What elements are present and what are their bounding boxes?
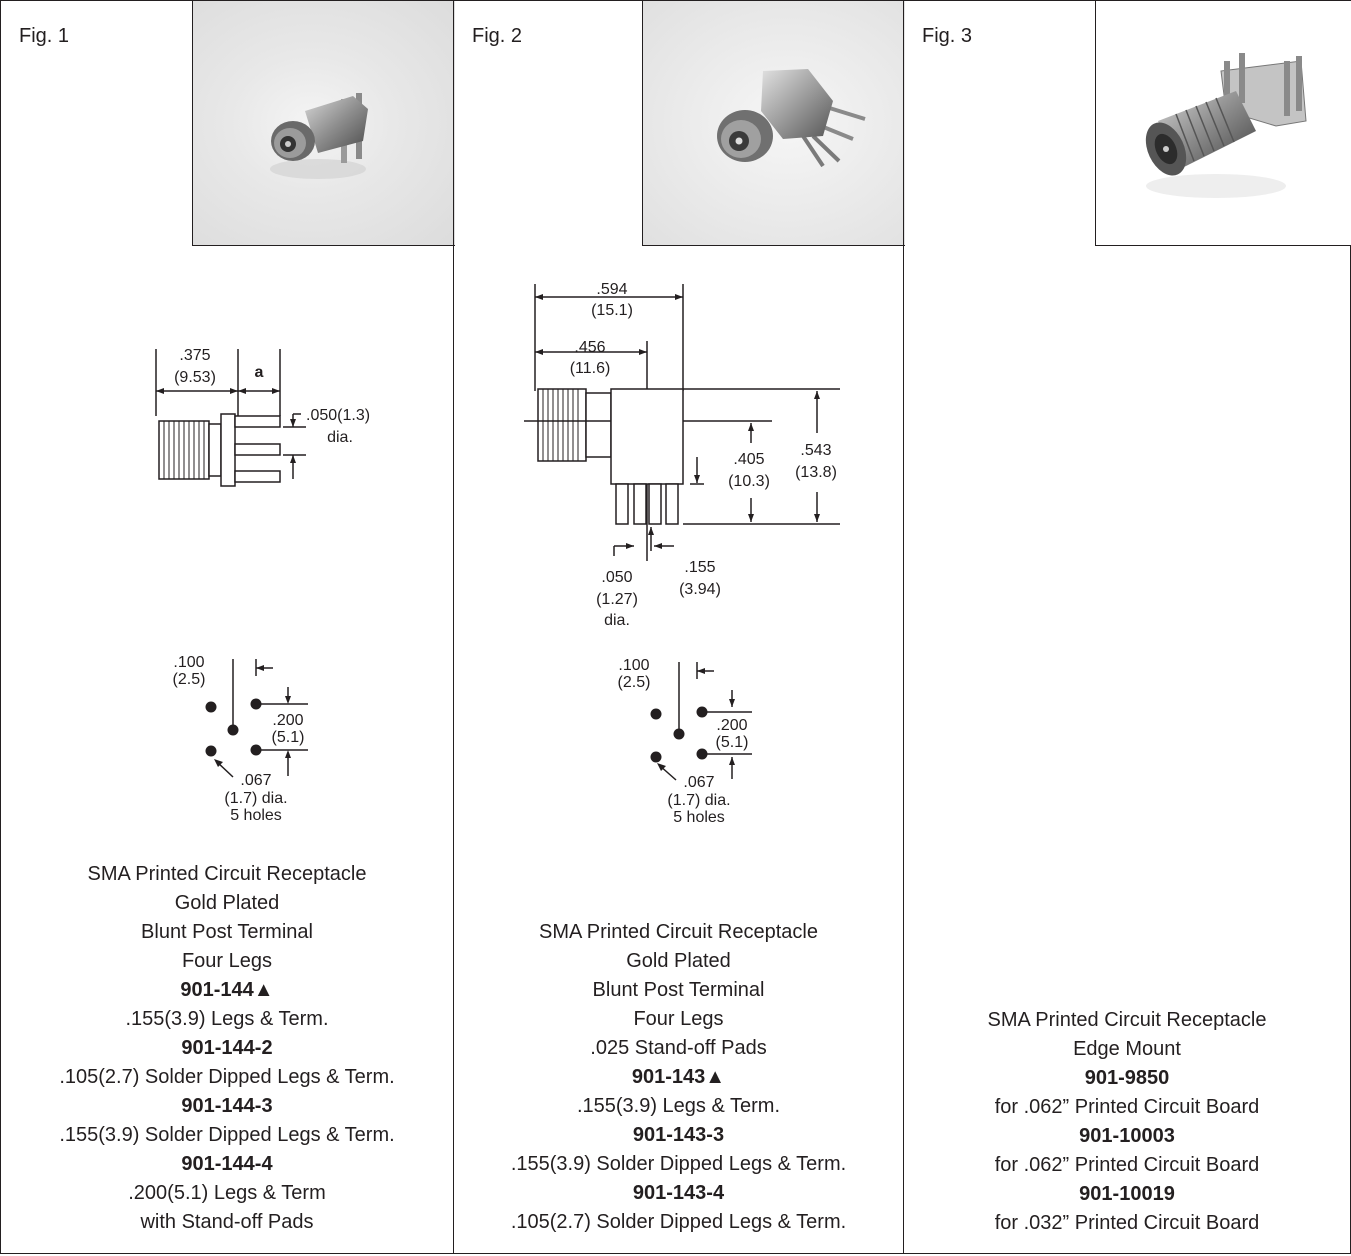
desc-line: .105(2.7) Solder Dipped Legs & Term.	[59, 1066, 395, 1088]
desc-line: .025 Stand-off Pads	[590, 1037, 767, 1059]
desc-line: SMA Printed Circuit Receptacle	[538, 921, 818, 943]
desc-line: Four Legs	[633, 1008, 724, 1030]
dim-pin-unit: dia.	[604, 612, 630, 629]
desc-line: Blunt Post Terminal	[592, 979, 765, 1001]
dim-spacing-mm: (5.1)	[272, 729, 305, 746]
part-number: 901-10003	[1079, 1125, 1175, 1147]
part-number: 901-143-4	[632, 1182, 725, 1204]
figure-3-description: SMA Printed Circuit Receptacle Edge Moun…	[904, 1006, 1350, 1238]
figure-3-panel: Fig. 3	[903, 0, 1351, 1254]
figure-2-label: Fig. 2	[472, 25, 523, 47]
dim-pitch-mm: (2.5)	[618, 674, 651, 691]
figure-3-label: Fig. 3	[922, 25, 973, 47]
part-number: 901-143▲	[631, 1066, 726, 1088]
part-number: 901-144▲	[180, 979, 274, 1001]
desc-line: SMA Printed Circuit Receptacle	[987, 1009, 1267, 1031]
desc-line: for .062” Printed Circuit Board	[994, 1096, 1260, 1118]
dim-pin-dia: .050(1.3)	[306, 407, 370, 424]
part-number: 901-143-3	[632, 1124, 725, 1146]
desc-line: .200(5.1) Legs & Term	[128, 1182, 326, 1204]
desc-line: .155(3.9) Solder Dipped Legs & Term.	[510, 1153, 847, 1175]
figure-1-drawing: .375 (9.53) a .050(1.3) dia. .100 (2.5) …	[155, 347, 370, 824]
dim-leg-mm: (3.94)	[679, 581, 721, 598]
dim-holes: 5 holes	[230, 807, 282, 824]
dim-pin-dia-unit: dia.	[327, 429, 353, 446]
part-number: 901-9850	[1084, 1067, 1170, 1089]
dim-holes: 5 holes	[673, 809, 725, 826]
part-number: 901-144-3	[181, 1095, 273, 1117]
dim-spacing: .200	[716, 717, 747, 734]
figure-1-description: SMA Printed Circuit Receptacle Gold Plat…	[1, 860, 453, 1237]
dim-hole: .067	[683, 774, 714, 791]
part-number: 901-10019	[1079, 1183, 1175, 1205]
dim-leg: .155	[684, 559, 715, 576]
figure-1-label: Fig. 1	[19, 25, 70, 47]
figure-1-panel: Fig. 1	[0, 0, 455, 1254]
desc-line: with Stand-off Pads	[140, 1211, 314, 1233]
figure-2-description: SMA Printed Circuit Receptacle Gold Plat…	[454, 918, 903, 1237]
dim-pitch: .100	[173, 654, 204, 671]
dim-length-mm: (9.53)	[174, 369, 216, 386]
dim-hole-mm: (1.7) dia.	[224, 790, 287, 807]
dim-overall-mm: (15.1)	[591, 302, 633, 319]
desc-line: Gold Plated	[174, 892, 280, 914]
figure-2-drawing: .594 (15.1) .456 (11.6) .405 (10.3) .543…	[524, 281, 840, 826]
dim-height: .405	[733, 451, 764, 468]
dim-spacing-mm: (5.1)	[716, 734, 749, 751]
desc-line: Gold Plated	[626, 950, 731, 972]
desc-line: Blunt Post Terminal	[141, 921, 313, 943]
desc-line: .155(3.9) Legs & Term.	[576, 1095, 781, 1117]
figure-1-photo	[192, 1, 455, 246]
dim-pitch: .100	[618, 657, 649, 674]
desc-line: SMA Printed Circuit Receptacle	[87, 863, 367, 885]
dim-pin: .050	[601, 569, 632, 586]
part-number: 901-144-2	[181, 1037, 273, 1059]
dim-body-mm: (11.6)	[570, 360, 611, 377]
part-number: 901-144-4	[181, 1153, 273, 1175]
dim-a: a	[255, 364, 264, 381]
dim-height-mm: (10.3)	[728, 473, 770, 490]
figure-2-photo	[642, 1, 905, 246]
dim-body: .456	[574, 339, 605, 356]
dim-spacing: .200	[272, 712, 303, 729]
dim-pitch-mm: (2.5)	[173, 671, 206, 688]
desc-line: .155(3.9) Solder Dipped Legs & Term.	[59, 1124, 395, 1146]
desc-line: Four Legs	[181, 950, 273, 972]
desc-line: for .062” Printed Circuit Board	[994, 1154, 1260, 1176]
dim-hole-mm: (1.7) dia.	[667, 792, 730, 809]
dim-overall: .594	[596, 281, 627, 298]
dim-hole: .067	[240, 772, 271, 789]
desc-line: Edge Mount	[1073, 1038, 1181, 1060]
figure-3-photo	[1095, 1, 1351, 246]
dim-total: .543	[800, 442, 831, 459]
desc-line: for .032” Printed Circuit Board	[994, 1212, 1260, 1234]
desc-line: .105(2.7) Solder Dipped Legs & Term.	[510, 1211, 847, 1233]
dim-total-mm: (13.8)	[795, 464, 837, 481]
dim-length: .375	[179, 347, 210, 364]
figure-2-panel: Fig. 2	[453, 0, 905, 1254]
dim-pin-mm: (1.27)	[596, 591, 638, 608]
desc-line: .155(3.9) Legs & Term.	[125, 1008, 329, 1030]
